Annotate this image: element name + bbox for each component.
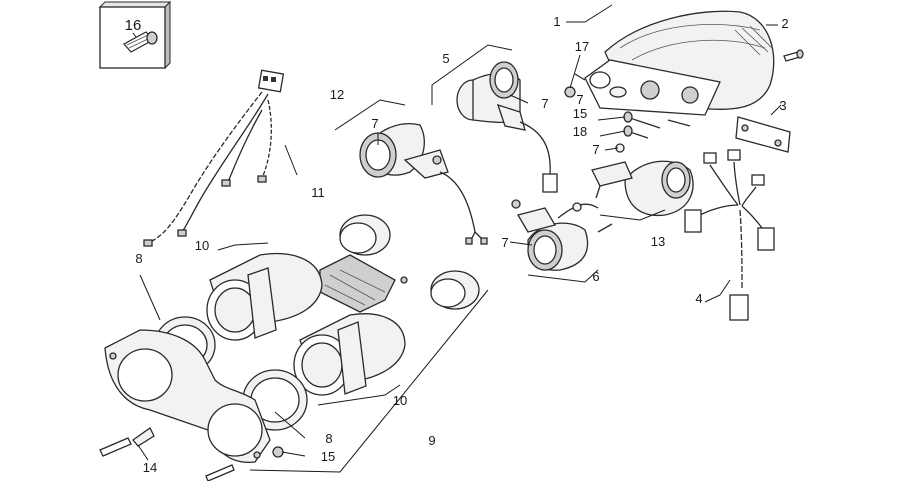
headlight-mask-plate — [104, 329, 271, 464]
callout-8-upper: 8 — [135, 251, 142, 266]
callout-15-front: 15 — [321, 449, 335, 464]
callout-12: 12 — [330, 87, 344, 102]
headlight-unit-upper — [206, 252, 323, 341]
callout-13: 13 — [651, 234, 665, 249]
rear-light-assembly-1 — [574, 10, 775, 116]
wiring-harness-11 — [143, 69, 285, 247]
callout-4: 4 — [695, 291, 702, 306]
wiring-4 — [684, 149, 775, 321]
callout-10-upper: 10 — [195, 238, 209, 253]
plate-3 — [735, 116, 791, 153]
callout-17: 17 — [575, 39, 589, 54]
callout-3: 3 — [779, 98, 786, 113]
callout-10-lower: 10 — [393, 393, 407, 408]
inset-label: 16 — [125, 17, 142, 34]
callout-1: 1 — [553, 14, 560, 29]
indicator-13 — [591, 160, 694, 217]
callout-7-indicator-12: 7 — [371, 116, 378, 131]
callout-5: 5 — [442, 51, 449, 66]
callout-11: 11 — [311, 185, 325, 200]
bracket-frame — [319, 254, 408, 313]
screws-14-15 — [99, 427, 284, 481]
leader-lines — [137, 4, 782, 473]
callout-8-lower: 8 — [325, 431, 332, 446]
bolts-15-18 — [564, 86, 691, 153]
headlight-rings — [339, 214, 480, 310]
callout-2: 2 — [781, 16, 788, 31]
screw-2 — [783, 49, 804, 62]
headlight-unit-lower — [293, 313, 406, 396]
callout-9: 9 — [428, 433, 435, 448]
callout-6: 6 — [592, 269, 599, 284]
callout-7-indicator-5: 7 — [541, 96, 548, 111]
indicator-12 — [359, 123, 488, 245]
callout-7-rear: 7 — [592, 142, 599, 157]
callout-14: 14 — [143, 460, 157, 475]
inset-box: 16 — [98, 0, 172, 70]
callout-7-indicator-6: 7 — [501, 235, 508, 250]
indicator-6 — [511, 199, 613, 271]
callout-7-inset: 7 — [576, 92, 583, 107]
screw-icon — [123, 31, 158, 53]
callout-15-rear: 15 — [573, 106, 587, 121]
callout-18: 18 — [573, 124, 587, 139]
indicator-5 — [456, 61, 558, 193]
callout-labels: 1 2 3 4 5 6 7 7 7 7 7 8 8 9 10 10 11 12 … — [135, 14, 788, 475]
